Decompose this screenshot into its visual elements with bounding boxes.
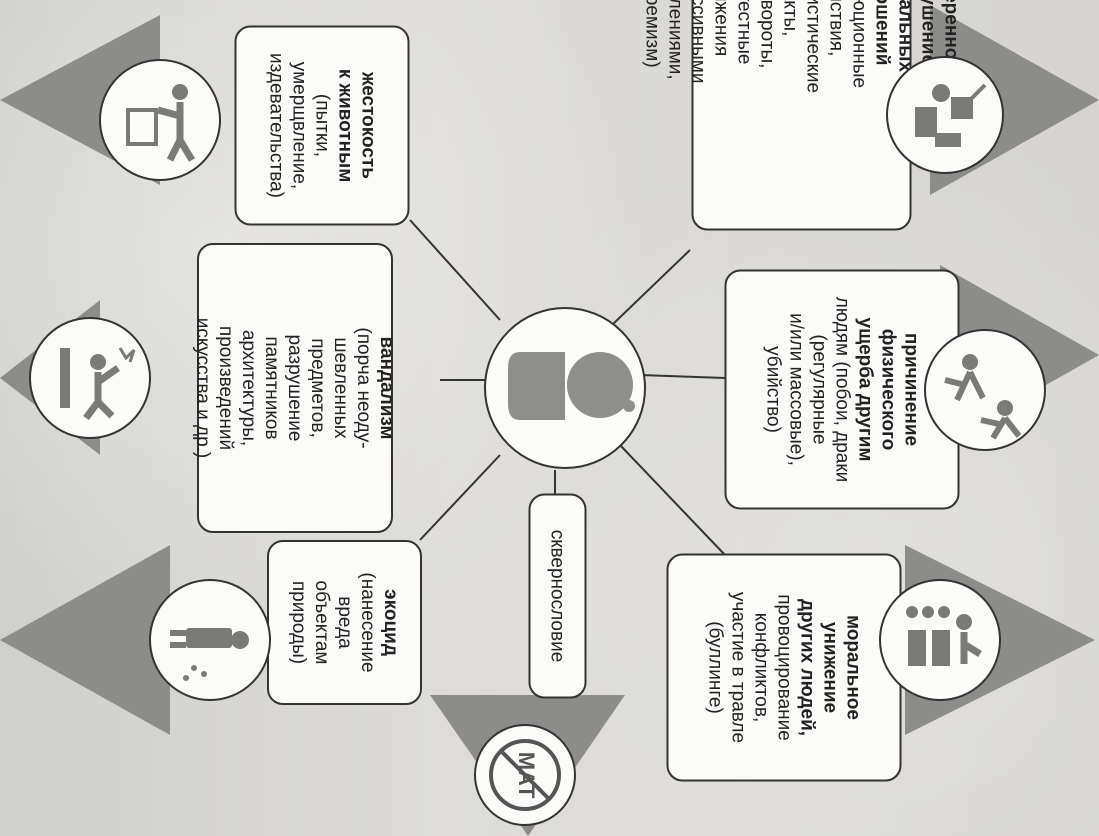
social-text-line: террористические <box>802 0 824 94</box>
social-text-line: перевороты, <box>756 0 778 69</box>
animals-normal-group: (пытки,умерщвление,издевательства) <box>265 53 334 198</box>
social-bold-line: социальных <box>894 0 916 73</box>
fight-icon <box>924 329 1046 451</box>
moral-text-line: конфликтов, <box>750 612 772 723</box>
ecocide-text-line: природы) <box>288 580 309 665</box>
ecocide-bold-line: экоцид <box>380 589 401 656</box>
vandalism-text-line: предметов, <box>307 338 329 438</box>
social-bold-line: отношений <box>871 0 893 66</box>
littering-icon <box>149 579 271 701</box>
social-text-line: экстремизм) <box>641 0 663 68</box>
physical-text-line: людям (побои, драки <box>831 296 853 483</box>
swearing-text-line: сквернословие <box>547 529 568 663</box>
vandalism-text-line: искусства и др.) <box>192 317 214 459</box>
no-mat-icon: МАТ <box>474 724 576 826</box>
social-text-line: протестные <box>733 0 755 65</box>
vandalism-text-line: произведений <box>215 325 237 451</box>
vandalism-text-line: шевленных <box>330 337 352 439</box>
vandalism-text-line: разрушение <box>284 334 306 442</box>
triangle-ecocide <box>0 545 170 735</box>
protest-crowd-icon <box>886 56 1004 174</box>
animals-text-line: (пытки, <box>311 93 333 158</box>
icon-circles: МАТ <box>29 56 1046 826</box>
ecocide-text-line: (нанесение <box>357 572 378 673</box>
moral-bold-line: унижение <box>819 621 841 714</box>
vandalism-text-line: (порча неоду- <box>353 327 375 449</box>
vandalism-text-line: архитектуры, <box>238 329 260 447</box>
physical-bold-line: причинение <box>900 332 922 447</box>
moral-text-line: участие в травле <box>727 591 749 744</box>
social-text-line: движения <box>710 0 732 57</box>
social-text-line: с агрессивными <box>687 0 709 84</box>
animals-text-line: издевательства) <box>265 53 287 198</box>
physical-text-line: и/или массовые), <box>785 313 807 466</box>
vandalism-bold-group: вандализм <box>376 337 399 440</box>
animals-text-line: умерщвление, <box>288 61 310 190</box>
social-text-line: (революционные <box>848 0 870 89</box>
connector-lines <box>409 219 726 556</box>
swearing-normal-group: сквернословие <box>546 530 569 663</box>
moral-bold-line: моральное <box>842 615 864 720</box>
swearing-card: сквернословие <box>528 493 587 699</box>
moral-text-line: (буллинге) <box>704 621 726 714</box>
ecocide-bold-group: экоцид <box>379 589 402 656</box>
vandalism-icon <box>29 317 151 439</box>
moral-bold-line: других людей, <box>796 598 818 737</box>
social-text-line: проявлениями, <box>664 0 686 80</box>
physical-bold-line: ущерба другим <box>854 317 876 462</box>
person-body-shape <box>508 352 565 420</box>
vandalism-bold-line: вандализм <box>376 336 398 440</box>
connector-physical <box>639 374 726 379</box>
connector-ecocide <box>419 454 501 541</box>
physical-text-line: убийство) <box>762 346 784 433</box>
vandalism-text-line: памятников <box>261 336 283 440</box>
connector-moral <box>619 444 726 556</box>
moral-text-line: провоцирование <box>773 594 795 741</box>
person-ear-shape <box>623 400 635 412</box>
animals-bold-line: жестокость <box>357 72 379 179</box>
social-text-line: акты, <box>779 0 801 37</box>
ecocide-text-line: вреда объектам <box>311 580 355 665</box>
connector-animals <box>409 219 501 321</box>
person-head-shape <box>567 352 633 418</box>
no-mat-icon-label: МАТ <box>514 752 539 799</box>
center-node <box>484 307 646 469</box>
social-text-line: действия, <box>825 0 847 57</box>
physical-bold-line: физического <box>877 328 899 451</box>
bullying-icon <box>879 579 1001 701</box>
animal-cruelty-icon <box>99 59 221 181</box>
animals-bold-line: к животным <box>334 68 356 183</box>
physical-text-line: (регулярные <box>808 334 830 445</box>
connector-social <box>611 249 691 326</box>
box-swearing: сквернословие <box>528 493 587 699</box>
